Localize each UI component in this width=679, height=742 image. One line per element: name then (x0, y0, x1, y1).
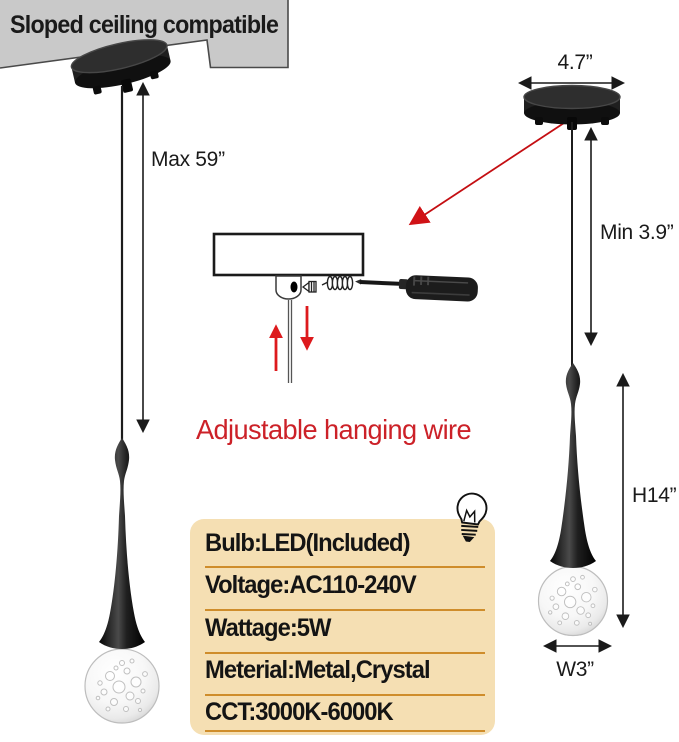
spec-row-material: Meterial:Metal,Crystal (205, 656, 431, 684)
spec-divider (205, 566, 485, 568)
canopy-pointer-arrow (408, 122, 565, 226)
set-screw-icon (301, 280, 317, 293)
lamp-width-label: W3” (556, 658, 594, 681)
left-pendant-lamp (84, 438, 160, 724)
right-canopy (523, 84, 621, 130)
spec-box (190, 519, 495, 735)
left-canopy (70, 39, 171, 95)
threaded-screw-icon (321, 275, 354, 291)
spec-list: Bulb:LED(Included) Voltage:AC110-240V Wa… (190, 519, 495, 735)
left-teardrop-body (99, 438, 145, 649)
spec-divider (205, 730, 485, 732)
right-pendant-lamp (537, 363, 609, 637)
spec-row-bulb: Bulb:LED(Included) (205, 529, 410, 557)
right-teardrop-body (550, 363, 596, 568)
left-crystal-ball (84, 648, 160, 724)
screwdriver-icon (355, 275, 478, 302)
ceiling-compatibility-label: Sloped ceiling compatible (10, 11, 279, 39)
canopy-width-label: 4.7” (557, 51, 593, 74)
spec-divider (205, 652, 485, 654)
spec-divider (205, 609, 485, 611)
right-crystal-ball (537, 565, 609, 637)
wire-lock-diagram (212, 232, 478, 383)
diagram-wire (287, 300, 293, 383)
spec-row-wattage: Wattage:5W (205, 614, 331, 642)
max-drop-label: Max 59” (151, 148, 225, 171)
lamp-height-label: H14” (632, 484, 677, 507)
wire-grip-cylinder (275, 275, 302, 300)
min-drop-label: Min 3.9” (600, 221, 674, 244)
spec-row-cct: CCT:3000K-6000K (205, 698, 394, 726)
canopy-cross-section (212, 232, 365, 277)
spec-row-voltage: Voltage:AC110-240V (205, 571, 417, 599)
spec-divider (205, 694, 485, 696)
adjustable-wire-caption: Adjustable hanging wire (196, 414, 472, 445)
screw-hole (290, 281, 298, 293)
